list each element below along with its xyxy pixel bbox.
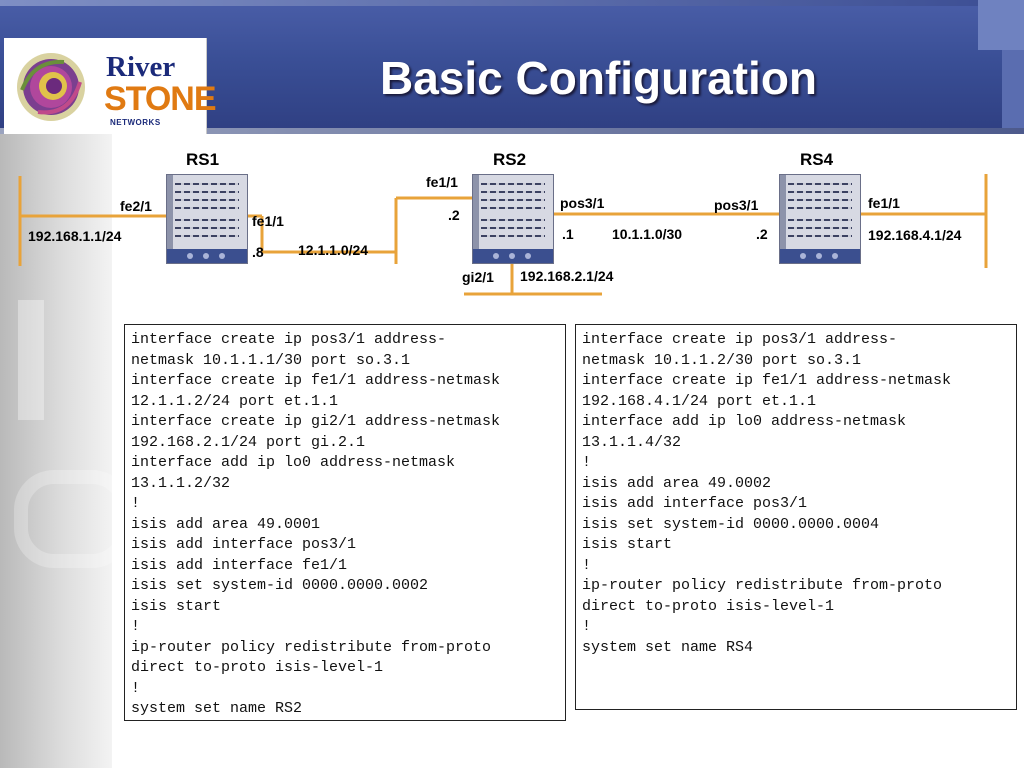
config-rs4-line: isis set system-id 0000.0000.0004 — [582, 515, 880, 533]
config-rs4-line: interface add ip lo0 address-netmask — [582, 413, 907, 430]
config-rs4-line: ! — [582, 454, 592, 471]
rs1-fe1-label: fe1/1 — [252, 213, 284, 229]
rs2-pos-host-label: .1 — [562, 226, 574, 242]
logo-swirl-icon — [17, 53, 85, 121]
config-rs2-line: ! — [131, 618, 141, 635]
config-rs2-line: netmask 10.1.1.1/30 port so.3.1 — [131, 351, 411, 369]
config-rs4-line: 13.1.1.4/32 — [582, 433, 682, 451]
config-rs4-line: system set name RS4 — [582, 638, 754, 656]
rs2-gi-net-label: 192.168.2.1/24 — [520, 268, 614, 284]
config-block-rs2: interface create ip pos3/1 address-netma… — [124, 324, 566, 721]
config-rs2-line: direct to-proto isis-level-1 — [131, 659, 384, 676]
router-label-rs4: RS4 — [800, 150, 834, 169]
config-rs2-line: 13.1.1.2/32 — [131, 474, 231, 492]
config-rs2-line: 192.168.2.1/24 port gi.2.1 — [131, 433, 366, 451]
rs2-fe1-label: fe1/1 — [426, 174, 458, 190]
config-rs4-line: direct to-proto isis-level-1 — [582, 597, 835, 615]
config-rs2-line: ip-router policy redistribute from-proto — [131, 638, 492, 656]
rs1-net-label: 192.168.1.1/24 — [28, 228, 122, 244]
link24-net-label: 10.1.1.0/30 — [612, 226, 683, 242]
router-rs4[interactable] — [779, 174, 861, 264]
config-rs4-line: isis add interface pos3/1 — [582, 495, 808, 512]
logo-text-stone: STONE — [104, 80, 217, 118]
header-block — [1002, 50, 1024, 132]
logo-text-river: River — [106, 51, 176, 83]
rs4-pos-label: pos3/1 — [714, 197, 759, 213]
header-underline — [0, 128, 1024, 134]
header-block — [978, 0, 1024, 50]
config-rs2-line: interface add ip lo0 address-netmask — [131, 454, 456, 471]
config-rs4-line: isis start — [582, 536, 673, 553]
config-rs4-line: netmask 10.1.1.2/30 port so.3.1 — [582, 351, 862, 369]
link-lines — [18, 174, 988, 296]
company-logo: River STONE NETWORKS — [4, 38, 217, 134]
config-rs2-line: ! — [131, 679, 141, 697]
rs4-pos-host-label: .2 — [756, 226, 768, 242]
config-rs4-line: ! — [582, 618, 592, 635]
config-rs4-line: ! — [582, 556, 592, 574]
router-label-rs1: RS1 — [186, 150, 220, 169]
config-rs2-line: isis add interface pos3/1 — [131, 536, 357, 553]
router-rs2[interactable] — [472, 174, 554, 264]
config-rs2-line: interface create ip gi2/1 address-netmas… — [131, 413, 501, 430]
config-rs4-line: isis add area 49.0002 — [582, 474, 772, 492]
config-rs2-line: isis set system-id 0000.0000.0002 — [131, 577, 429, 594]
config-rs4-line: ip-router policy redistribute from-proto — [582, 577, 943, 594]
rs2-fe1-host-label: .2 — [448, 207, 460, 223]
rs2-pos-label: pos3/1 — [560, 195, 605, 211]
rs1-host-label: .8 — [252, 244, 264, 260]
config-rs4-line: interface create ip pos3/1 address- — [582, 331, 898, 348]
config-rs2-line: isis start — [131, 597, 222, 615]
rs1-fe2-label: fe2/1 — [120, 198, 152, 214]
rs2-gi-label: gi2/1 — [462, 269, 494, 285]
network-diagram: RS1 RS2 RS4 fe2/1 192.168.1.1/24 fe1/1 .… — [0, 134, 1024, 324]
config-rs2-line: isis add area 49.0001 — [131, 515, 321, 533]
header-strip — [0, 0, 1024, 6]
link12-net-label: 12.1.1.0/24 — [298, 242, 369, 258]
logo-text-networks: NETWORKS — [110, 118, 161, 127]
config-rs4-line: 192.168.4.1/24 port et.1.1 — [582, 392, 817, 410]
config-rs2-line: isis add interface fe1/1 — [131, 556, 348, 574]
decor-shape — [18, 300, 124, 420]
router-rs1[interactable] — [166, 174, 248, 264]
config-rs4-line: interface create ip fe1/1 address-netmas… — [582, 372, 952, 389]
config-block-rs4: interface create ip pos3/1 address-netma… — [575, 324, 1017, 710]
config-rs2-line: system set name RS2 — [131, 700, 303, 717]
config-rs2-line: interface create ip fe1/1 address-netmas… — [131, 372, 501, 389]
config-rs2-line: ! — [131, 495, 141, 512]
router-label-rs2: RS2 — [493, 150, 527, 169]
config-rs2-line: interface create ip pos3/1 address- — [131, 331, 447, 348]
rs4-net-label: 192.168.4.1/24 — [868, 227, 962, 243]
config-rs2-line: 12.1.1.2/24 port et.1.1 — [131, 392, 339, 410]
decor-shape — [14, 470, 132, 568]
page-title: Basic Configuration — [380, 52, 818, 104]
rs4-fe1-label: fe1/1 — [868, 195, 900, 211]
